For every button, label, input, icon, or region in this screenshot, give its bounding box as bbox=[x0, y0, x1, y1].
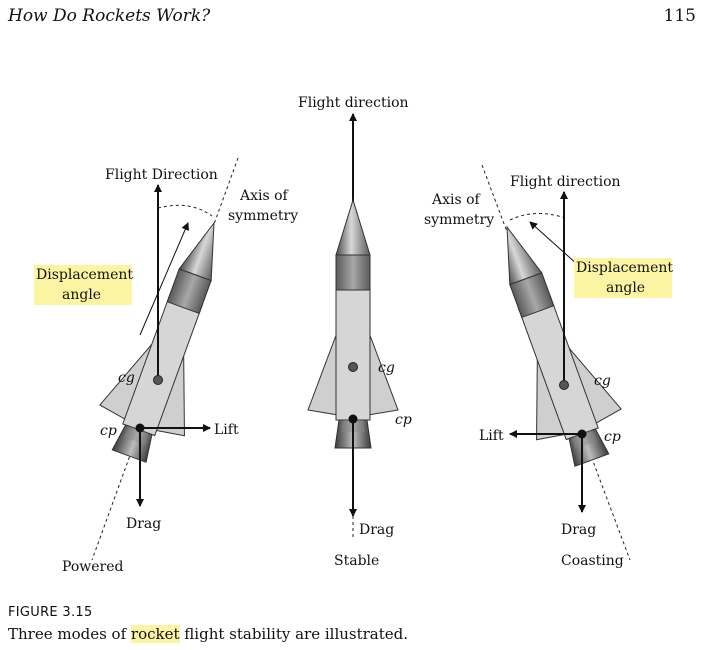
coasting-cp-label: cp bbox=[604, 429, 621, 445]
coasting-axis-label-1: Axis of bbox=[431, 192, 482, 208]
powered-cp-label: cp bbox=[100, 423, 117, 439]
powered-displacement-highlight bbox=[34, 265, 132, 305]
stable-flight-direction-label: Flight direction bbox=[298, 95, 409, 111]
coasting-axis-label-2: symmetry bbox=[424, 212, 494, 228]
powered-displacement-label-1: Displacement bbox=[36, 267, 133, 283]
powered-displacement-label-2: angle bbox=[62, 287, 101, 303]
powered-drag-label: Drag bbox=[126, 516, 161, 532]
coasting-cg-dot bbox=[559, 380, 569, 390]
rocket-stability-figure: Flight Direction Axis of symmetry Displa… bbox=[34, 95, 673, 575]
stable-rocket-group: Flight direction cg cp Drag Stable bbox=[298, 95, 412, 569]
stable-cg-label: cg bbox=[378, 360, 395, 376]
page-number: 115 bbox=[663, 6, 696, 26]
powered-cg-dot bbox=[153, 375, 163, 385]
coasting-flight-direction-label: Flight direction bbox=[510, 174, 621, 190]
coasting-drag-label: Drag bbox=[561, 522, 596, 538]
coasting-lift-label: Lift bbox=[479, 428, 504, 444]
powered-cg-label: cg bbox=[118, 370, 135, 386]
stable-rocket-icon bbox=[307, 199, 399, 449]
coasting-displacement-arc bbox=[509, 213, 566, 221]
stable-drag-label: Drag bbox=[359, 522, 394, 538]
coasting-displacement-label-2: angle bbox=[606, 280, 645, 296]
powered-flight-direction-label: Flight Direction bbox=[105, 167, 218, 183]
coasting-displacement-leader bbox=[529, 221, 579, 266]
powered-displacement-leader bbox=[139, 222, 189, 336]
powered-axis-line bbox=[91, 157, 239, 561]
powered-lift-label: Lift bbox=[214, 422, 239, 438]
stable-cg-dot bbox=[348, 362, 358, 372]
powered-axis-label-2: symmetry bbox=[228, 208, 298, 224]
caption-highlight-rocket: rocket bbox=[130, 625, 180, 643]
coasting-displacement-label-1: Displacement bbox=[576, 260, 673, 276]
powered-rocket-group: Flight Direction Axis of symmetry Displa… bbox=[34, 157, 298, 575]
powered-axis-label-1: Axis of bbox=[239, 188, 290, 204]
figure-caption-text: Three modes of rocket flight stability a… bbox=[8, 625, 408, 643]
coasting-mode-label: Coasting bbox=[561, 553, 624, 569]
coasting-displacement-highlight bbox=[574, 258, 672, 298]
stable-cp-label: cp bbox=[395, 412, 412, 428]
coasting-rocket-group: Flight direction Axis of symmetry Displa… bbox=[424, 164, 673, 569]
caption-text-after: flight stability are illustrated. bbox=[179, 625, 409, 643]
powered-displacement-arc bbox=[157, 204, 213, 217]
caption-text-before: Three modes of bbox=[8, 625, 131, 643]
figure-caption-title: FIGURE 3.15 bbox=[8, 605, 93, 620]
running-head: How Do Rockets Work? bbox=[8, 6, 211, 26]
coasting-cg-label: cg bbox=[594, 373, 611, 389]
powered-mode-label: Powered bbox=[62, 559, 124, 575]
stable-mode-label: Stable bbox=[334, 553, 379, 569]
